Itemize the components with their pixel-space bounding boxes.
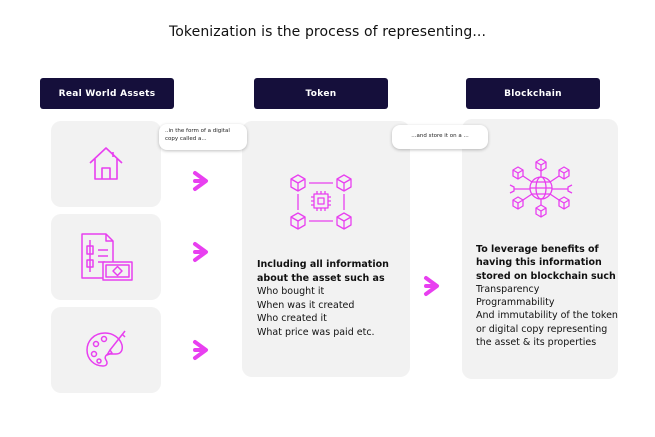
blockchain-globe-icon xyxy=(509,158,573,218)
bubble-digital-copy: ..in the form of a digital copy called a… xyxy=(159,124,247,150)
token-intro: Including all information about the asse… xyxy=(257,259,389,284)
blockchain-item: Programmability xyxy=(476,297,555,309)
token-cubes-icon xyxy=(290,174,352,230)
blockchain-intro-tail: such xyxy=(590,270,616,282)
header-blockchain: Blockchain xyxy=(466,78,600,109)
token-description: Including all information about the asse… xyxy=(257,258,407,339)
header-token: Token xyxy=(254,78,388,109)
asset-card-art xyxy=(51,307,161,393)
blockchain-item: Transparency xyxy=(476,283,540,295)
token-card: Including all information about the asse… xyxy=(242,121,410,377)
blockchain-intro: To leverage benefits of having this info… xyxy=(476,244,602,282)
header-real-world-assets: Real World Assets xyxy=(40,78,174,109)
arrow-right-icon xyxy=(193,242,208,262)
blockchain-item: And immutability of the token or digital… xyxy=(476,310,618,349)
asset-card-real-estate xyxy=(51,121,161,207)
token-item: Who bought it xyxy=(257,286,325,297)
token-item: Who created it xyxy=(257,313,327,324)
blockchain-description: To leverage benefits of having this info… xyxy=(476,243,618,349)
token-item: When was it created xyxy=(257,299,355,311)
asset-card-finance xyxy=(51,214,161,300)
bubble-store: ...and store it on a ... xyxy=(392,125,488,149)
document-bill-icon xyxy=(81,233,133,281)
arrow-right-icon xyxy=(193,340,208,360)
house-icon xyxy=(89,147,123,180)
diagram-title: Tokenization is the process of represent… xyxy=(168,24,487,40)
arrow-right-icon xyxy=(424,276,439,296)
palette-brush-icon xyxy=(86,330,126,367)
blockchain-card: To leverage benefits of having this info… xyxy=(462,119,618,379)
token-item: What price was paid etc. xyxy=(257,326,375,338)
arrow-right-icon xyxy=(193,171,208,191)
